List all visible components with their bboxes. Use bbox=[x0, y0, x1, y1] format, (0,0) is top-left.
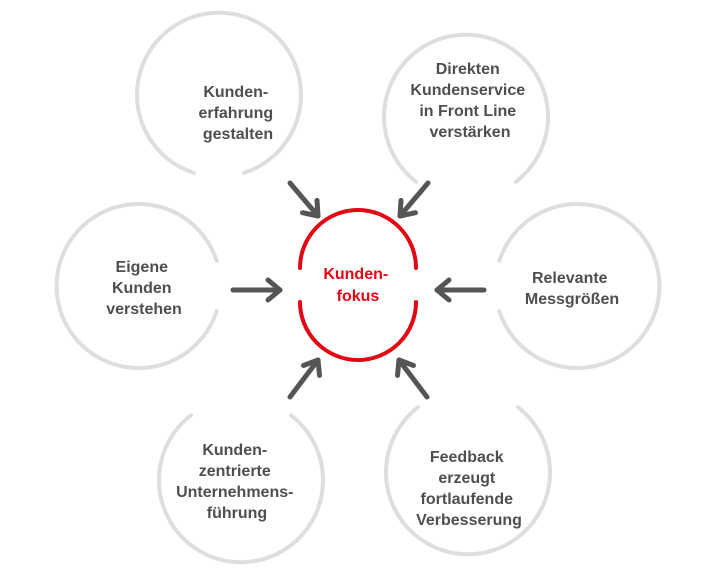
arrow-from-direkter-kundenservice bbox=[397, 180, 431, 219]
node-messgroessen: Relevante Messgrößen bbox=[497, 202, 662, 370]
arrow-from-unternehmensfuehrung bbox=[287, 357, 322, 400]
node-ring bbox=[384, 405, 552, 557]
node-kundenerfahrung: Kunden- erfahrung gestalten bbox=[135, 10, 303, 175]
center-label: Kunden- fokus bbox=[323, 266, 392, 305]
node-label: Eigene Kunden verstehen bbox=[106, 259, 182, 318]
node-label: Relevante Messgrößen bbox=[525, 270, 619, 308]
node-eigene-kunden: Eigene Kunden verstehen bbox=[54, 202, 219, 370]
arrow-from-kundenerfahrung bbox=[287, 180, 321, 219]
center-ring-bottom bbox=[298, 300, 418, 362]
node-ring bbox=[157, 413, 325, 565]
arrow-from-eigene-kunden bbox=[230, 277, 283, 303]
node-label: Direkten Kundenservice in Front Line ver… bbox=[410, 61, 529, 141]
center-ring-top bbox=[298, 208, 418, 270]
center-node: Kunden- fokus bbox=[298, 208, 418, 362]
node-ring bbox=[497, 202, 662, 370]
node-unternehmensfuehrung: Kunden- zentrierte Unternehmens- führung bbox=[157, 413, 325, 565]
arrow-from-feedback bbox=[395, 357, 430, 400]
node-direkter-kundenservice: Direkten Kundenservice in Front Line ver… bbox=[382, 32, 550, 184]
node-ring bbox=[135, 10, 303, 175]
node-ring bbox=[382, 32, 550, 184]
node-label: Feedback erzeugt fortlaufende Verbesseru… bbox=[416, 449, 522, 529]
node-label: Kunden- zentrierte Unternehmens- führung bbox=[176, 442, 298, 522]
arrow-from-messgroessen bbox=[434, 277, 487, 303]
node-ring bbox=[54, 202, 219, 370]
node-feedback: Feedback erzeugt fortlaufende Verbesseru… bbox=[384, 405, 552, 557]
node-label: Kunden- erfahrung gestalten bbox=[198, 84, 277, 143]
